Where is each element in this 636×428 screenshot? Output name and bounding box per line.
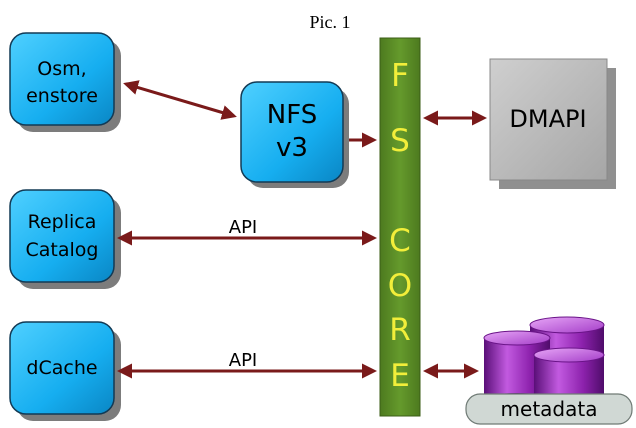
core-letter-r: R: [389, 312, 411, 348]
osm-nfs-arrow: [123, 80, 237, 120]
replica-catalog-box: Replica Catalog: [9, 189, 121, 289]
core-letter-s: S: [390, 123, 410, 159]
core-letter-f: F: [391, 58, 409, 94]
metadata-label: metadata: [501, 397, 598, 421]
nfs-label-line1: NFS: [267, 100, 317, 130]
fs-core-bar: F S C O R E: [379, 37, 421, 417]
replica-label-line1: Replica: [28, 211, 97, 233]
dmapi-label: DMAPI: [509, 105, 586, 133]
osm-label-line2: enstore: [26, 85, 98, 107]
metadata-label-pill: [465, 393, 633, 425]
nfs-label-line2: v3: [276, 133, 308, 163]
figure-caption: Pic. 1: [309, 12, 350, 32]
replica-label-line2: Catalog: [26, 239, 99, 261]
osm-enstore-box: Osm, enstore: [9, 32, 121, 132]
database-cylinder-front: [533, 347, 605, 410]
connection-arrows: [117, 80, 487, 379]
core-letter-c: C: [389, 223, 411, 259]
osm-label-line1: Osm,: [37, 58, 86, 80]
dmapi-box: DMAPI: [489, 58, 616, 189]
core-letter-o: O: [388, 268, 412, 304]
metadata-database-icon: metadata: [465, 316, 633, 425]
dcache-api-label: API: [229, 350, 257, 371]
dcache-box: dCache: [9, 321, 121, 421]
replica-api-label: API: [229, 217, 257, 238]
dcache-label: dCache: [26, 357, 97, 379]
core-letter-e: E: [390, 358, 410, 394]
nfs-v3-box: NFS v3: [240, 81, 349, 188]
